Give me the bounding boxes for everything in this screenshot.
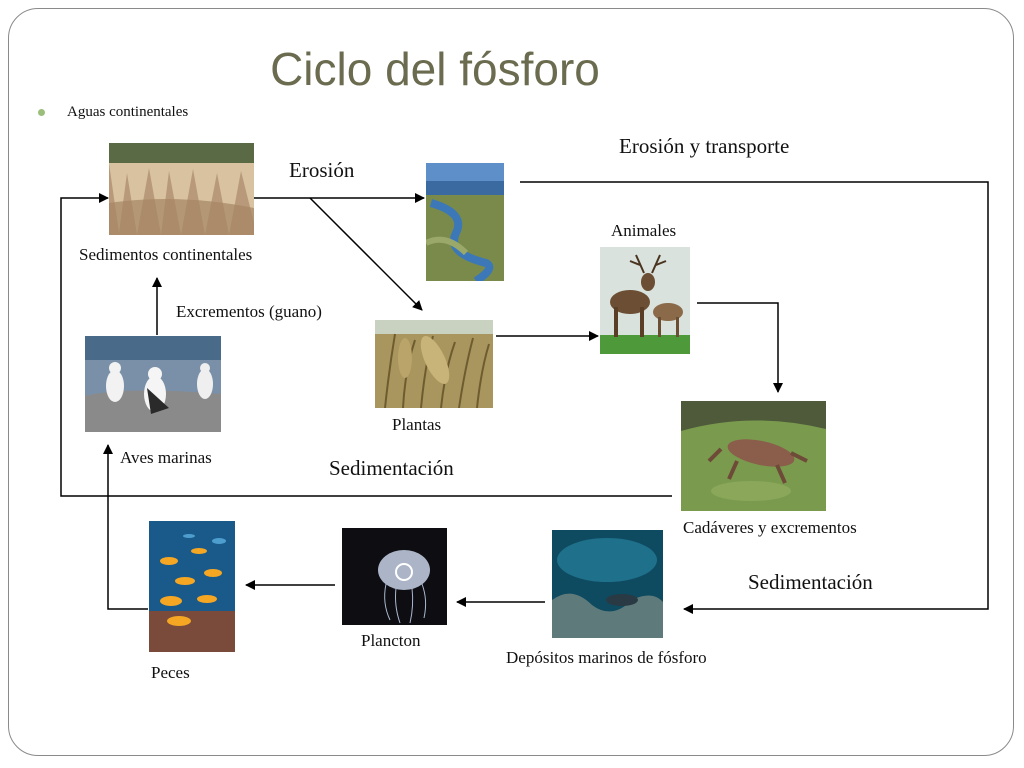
bullet-item: Aguas continentales bbox=[38, 104, 188, 121]
arrow-fish-to-birds bbox=[103, 444, 148, 610]
seabirds-label: Aves marinas bbox=[120, 448, 212, 467]
plants-image bbox=[375, 320, 493, 408]
arrow-animals-to-corpses bbox=[697, 302, 783, 393]
fish-label: Peces bbox=[151, 663, 190, 682]
arrow-erosion-transport bbox=[520, 181, 989, 614]
sedimentation-label-top: Sedimentación bbox=[329, 456, 454, 480]
erosion-label: Erosión bbox=[289, 158, 355, 182]
animals-label: Animales bbox=[611, 221, 677, 240]
bullet-text: Aguas continentales bbox=[67, 104, 189, 120]
sedimentation-label-bottom: Sedimentación bbox=[748, 570, 873, 594]
animals-image bbox=[600, 247, 690, 354]
marine-deposits-image bbox=[552, 530, 663, 638]
sediments-label: Sedimentos continentales bbox=[79, 245, 253, 264]
plankton-label: Plancton bbox=[361, 631, 421, 650]
plants-label: Plantas bbox=[392, 415, 442, 434]
guano-label: Excrementos (guano) bbox=[176, 302, 322, 321]
slide-title: Ciclo del fósforo bbox=[270, 43, 600, 95]
plankton-image bbox=[342, 528, 447, 625]
corpses-image bbox=[681, 401, 826, 511]
fish-image bbox=[149, 521, 235, 652]
arrow-sedimentation-return bbox=[60, 193, 672, 497]
erosion-transport-label: Erosión y transporte bbox=[619, 134, 790, 158]
bullet-dot-icon bbox=[38, 109, 45, 117]
arrow-erosion-to-plants bbox=[309, 197, 423, 311]
seabirds-image bbox=[85, 336, 221, 432]
slide-frame bbox=[8, 8, 1014, 756]
marine-deposits-label: Depósitos marinos de fósforo bbox=[506, 648, 707, 667]
river-image bbox=[426, 163, 504, 281]
sediments-image bbox=[109, 143, 254, 235]
corpses-label: Cadáveres y excrementos bbox=[683, 518, 857, 537]
